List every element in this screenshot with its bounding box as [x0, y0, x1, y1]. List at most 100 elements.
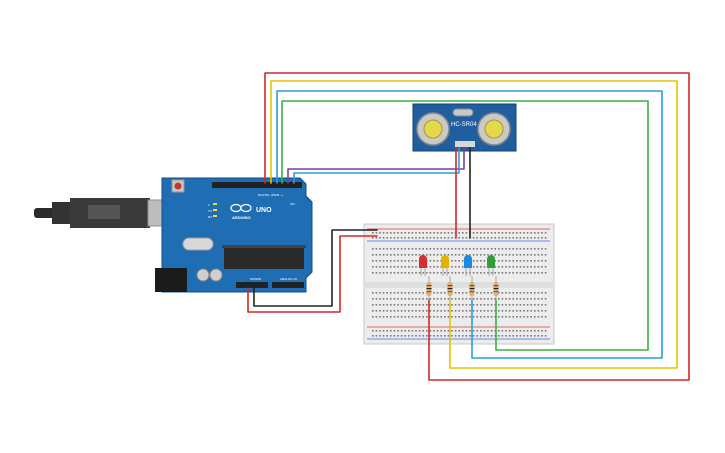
breadboard-hole — [501, 266, 504, 268]
breadboard-hole — [526, 298, 529, 300]
breadboard-hole — [408, 298, 410, 300]
breadboard-hole — [429, 266, 432, 268]
led-blue[interactable] — [464, 255, 472, 276]
wire-red-led[interactable] — [264, 72, 690, 381]
breadboard-hole — [498, 266, 500, 268]
breadboard-hole — [498, 292, 500, 294]
breadboard-hole — [415, 272, 417, 274]
breadboard-hole — [508, 232, 511, 234]
breadboard-hole — [476, 298, 478, 300]
breadboard-hole — [537, 316, 540, 318]
breadboard-hole — [429, 316, 432, 318]
wire-green-led[interactable] — [281, 100, 649, 351]
breadboard-hole — [544, 292, 547, 294]
breadboard-hole — [465, 304, 468, 306]
breadboard-hole — [512, 237, 514, 239]
breadboard-hole — [516, 272, 518, 274]
led-group — [419, 255, 495, 276]
breadboard-hole — [476, 248, 478, 250]
breadboard-hole — [426, 304, 428, 306]
resistor[interactable] — [469, 276, 475, 302]
breadboard-hole — [454, 292, 457, 294]
breadboard-hole — [444, 254, 446, 256]
usb-cable[interactable] — [34, 198, 175, 228]
wire-purple-echo[interactable] — [287, 147, 465, 184]
power-jack[interactable] — [155, 268, 187, 292]
breadboard-hole — [537, 335, 540, 337]
breadboard-hole — [375, 335, 378, 337]
breadboard-hole — [537, 248, 540, 250]
breadboard-hole — [436, 292, 439, 294]
resistor-band — [426, 291, 432, 293]
breadboard-hole — [408, 316, 410, 318]
breadboard-hole — [422, 232, 424, 234]
breadboard-hole — [426, 237, 428, 239]
breadboard-hole — [508, 310, 511, 312]
breadboard-hole — [404, 248, 406, 250]
breadboard-hole — [523, 260, 525, 262]
breadboard-hole — [440, 232, 442, 234]
breadboard-hole — [462, 272, 464, 274]
led-green[interactable] — [487, 255, 495, 276]
breadboard-hole — [494, 254, 496, 256]
breadboard-hole — [523, 237, 525, 239]
breadboard-hole — [386, 232, 388, 234]
resistor[interactable] — [493, 276, 499, 302]
wire-black-gnd[interactable] — [253, 229, 378, 307]
breadboard-hole — [476, 272, 478, 274]
breadboard-hole — [411, 266, 414, 268]
breadboard-hole — [433, 232, 435, 234]
breadboard[interactable] — [363, 223, 555, 345]
led-red[interactable] — [419, 255, 427, 276]
breadboard-hole — [534, 298, 536, 300]
breadboard-hole — [386, 304, 388, 306]
breadboard-hole — [458, 298, 460, 300]
breadboard-hole — [541, 316, 543, 318]
breadboard-hole — [418, 316, 421, 318]
breadboard-hole — [465, 298, 468, 300]
analog-label: ANALOG IN — [280, 277, 297, 281]
breadboard-hole — [372, 266, 374, 268]
ultrasonic-sensor[interactable]: HC-SR04 — [412, 103, 517, 152]
breadboard-hole — [516, 316, 518, 318]
breadboard-hole — [465, 316, 468, 318]
resistor-band — [493, 285, 499, 287]
breadboard-hole — [454, 316, 457, 318]
breadboard-hole — [541, 298, 543, 300]
breadboard-hole — [526, 335, 529, 337]
breadboard-hole — [487, 272, 489, 274]
breadboard-hole — [382, 248, 385, 250]
led-yellow[interactable] — [441, 255, 449, 276]
breadboard-hole — [487, 254, 489, 256]
breadboard-hole — [404, 237, 406, 239]
breadboard-hole — [490, 232, 493, 234]
breadboard-hole — [422, 310, 424, 312]
wire-blue-led[interactable] — [276, 90, 663, 359]
breadboard-hole — [404, 272, 406, 274]
breadboard-hole — [433, 335, 435, 337]
resistor[interactable] — [447, 276, 453, 302]
breadboard-hole — [404, 254, 406, 256]
breadboard-hole — [526, 237, 529, 239]
digital-label: DIGITAL (PWM~) — [258, 193, 283, 197]
wire-yellow-led[interactable] — [270, 80, 678, 369]
resistor-band — [493, 288, 499, 290]
breadboard-hole — [426, 232, 428, 234]
led-legs — [420, 268, 426, 276]
breadboard-hole — [411, 248, 414, 250]
breadboard-hole — [530, 237, 532, 239]
breadboard-hole — [404, 304, 406, 306]
wire-cyan-trig[interactable] — [293, 147, 460, 184]
sensor-model-label: HC-SR04 — [451, 122, 477, 128]
arduino-board[interactable]: DIGITAL (PWM~) L TX RX UNO ARDUINO ON PO… — [155, 177, 313, 293]
breadboard-hole — [541, 330, 543, 332]
breadboard-hole — [458, 330, 460, 332]
breadboard-hole — [490, 254, 493, 256]
usb-cable-end — [34, 208, 54, 218]
resistor[interactable] — [426, 276, 432, 302]
breadboard-hole — [523, 266, 525, 268]
breadboard-hole — [418, 272, 421, 274]
wire-red-5v[interactable] — [247, 235, 378, 313]
breadboard-hole — [411, 316, 414, 318]
breadboard-hole — [544, 304, 547, 306]
